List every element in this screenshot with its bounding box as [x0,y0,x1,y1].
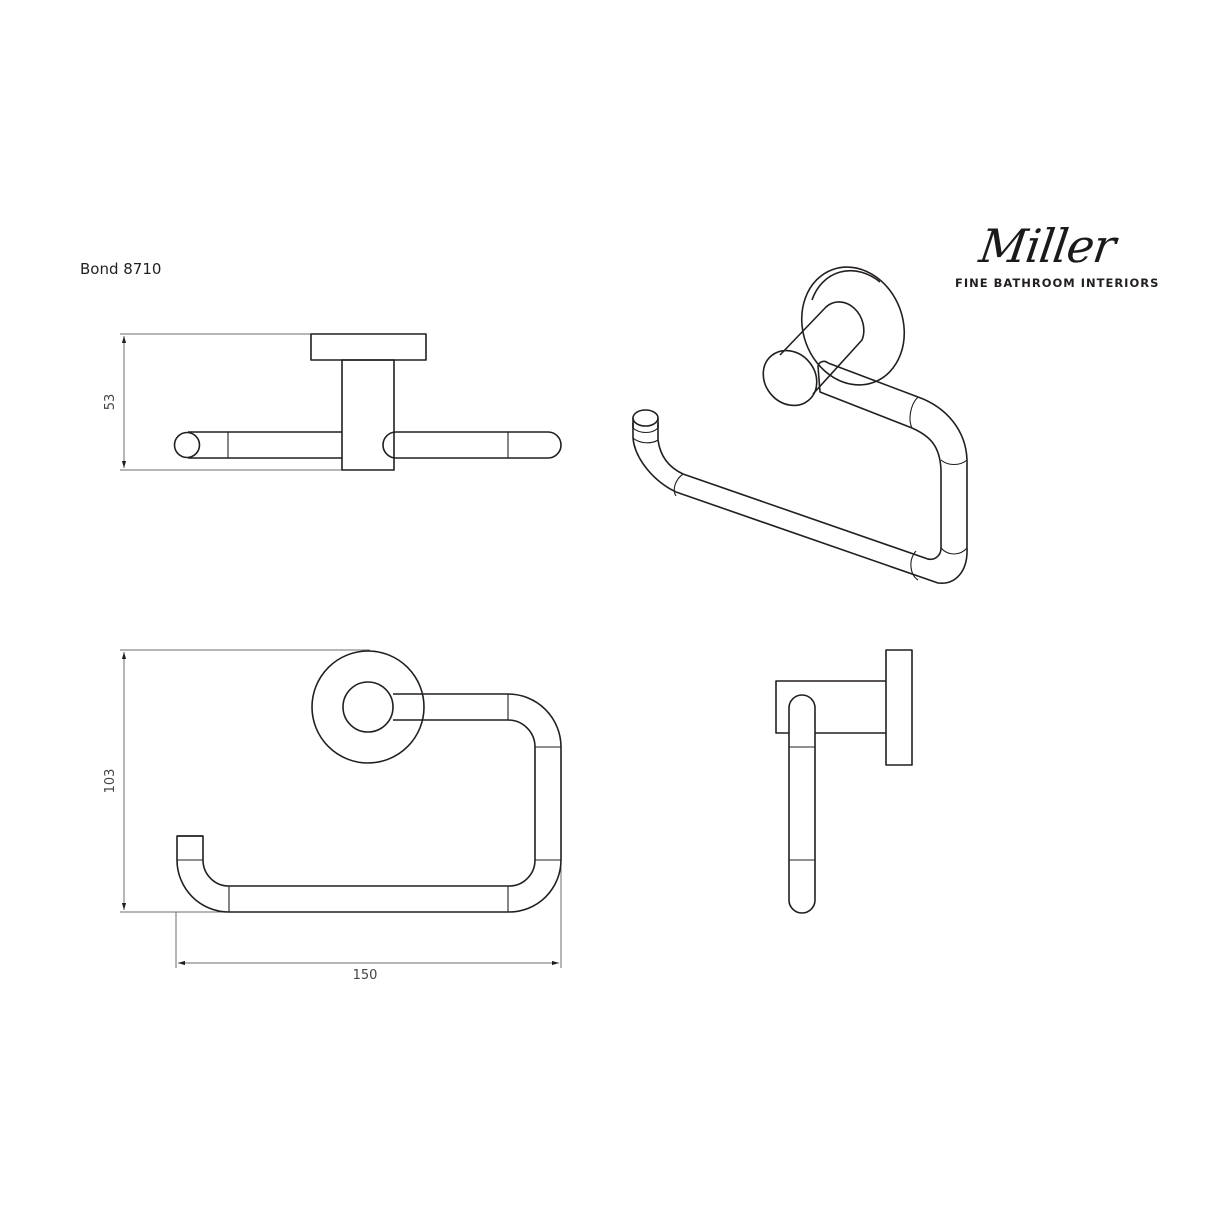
top-view: 53 [103,333,562,471]
iso-upper-arm [817,362,919,429]
brand-logo: Miller FINE BATHROOM INTERIORS [955,219,1160,290]
bar-right [382,431,562,459]
iso-hook [632,423,684,493]
side-wall-plate [885,649,913,766]
isometric-view [632,266,968,584]
iso-rosette-back [800,266,906,386]
front-view: 103 150 [103,649,562,983]
holder-arm-outline [176,693,562,913]
dimension-label-53: 53 [103,394,118,411]
product-code-label: Bond 8710 [80,260,162,278]
wall-plate [310,333,427,361]
side-view [775,649,913,914]
rosette-inner [342,681,394,733]
brand-tagline: FINE BATHROOM INTERIORS [955,276,1160,290]
iso-corner-upper [911,396,968,548]
dimension-label-103: 103 [103,769,118,794]
side-post [775,680,886,734]
iso-post [779,301,865,395]
dimension-label-150: 150 [353,968,378,983]
mounting-post [341,359,395,471]
iso-end-cap [632,409,659,427]
iso-post-face [762,349,818,407]
iso-lower-bar [675,473,968,584]
bar-end-cap [173,431,201,459]
rosette-outer [311,650,425,764]
side-bar [788,694,816,914]
bar-left [188,431,342,459]
